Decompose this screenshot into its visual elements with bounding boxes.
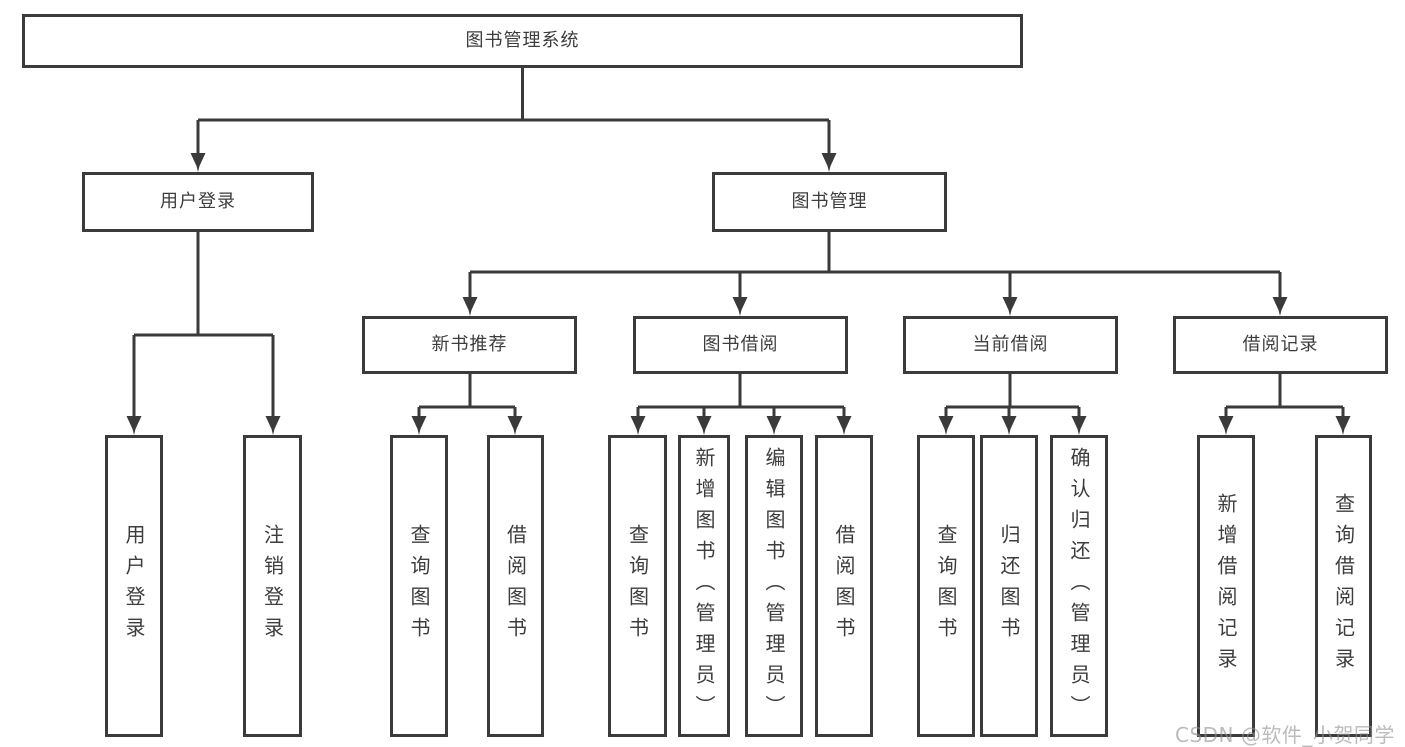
node-label: 新增借阅记录 [1214,493,1238,679]
leaf-current-query-books: 查询图书 [917,435,975,737]
node-borrowing-records: 借阅记录 [1173,316,1388,374]
node-label: 编辑图书（管理员） [762,446,786,726]
leaf-user-login: 用户登录 [105,435,163,737]
node-label: 查询图书 [625,524,650,648]
node-label: 新书推荐 [431,334,508,355]
node-label: 查询图书 [934,524,958,648]
node-book-management: 图书管理 [712,172,947,232]
leaf-borrowing-query-books: 查询图书 [608,435,667,737]
leaf-add-book-admin: 新增图书（管理员） [678,435,730,737]
leaf-borrowing-borrow-books: 借阅图书 [815,435,873,737]
node-current-borrowing: 当前借阅 [903,316,1118,374]
leaf-add-borrow-record: 新增借阅记录 [1197,435,1255,737]
node-label: 当前借阅 [972,334,1049,355]
node-label: 查询借阅记录 [1331,493,1356,679]
node-label: 图书借阅 [702,334,779,355]
leaf-edit-book-admin: 编辑图书（管理员） [745,435,803,737]
node-label: 用户登录 [122,524,146,648]
node-label: 新增图书（管理员） [692,446,716,726]
leaf-confirm-return-admin: 确认归还（管理员） [1050,435,1108,737]
node-label: 借阅图书 [503,524,528,648]
node-label: 图书管理系统 [465,30,580,51]
leaf-logout-login: 注销登录 [243,435,302,737]
node-label: 归还图书 [997,524,1021,648]
node-label: 用户登录 [160,191,236,212]
node-label: 借阅图书 [832,524,856,648]
node-label: 确认归还（管理员） [1067,446,1091,726]
node-label: 图书管理 [791,191,868,212]
node-label: 注销登录 [260,524,285,648]
node-book-borrowing: 图书借阅 [633,316,848,374]
leaf-query-borrow-record: 查询借阅记录 [1315,435,1372,737]
node-user-login: 用户登录 [82,172,314,232]
leaf-recommend-borrow-books: 借阅图书 [487,435,544,737]
node-new-book-recommend: 新书推荐 [362,316,577,374]
csdn-watermark: CSDN @软件_小贺同学 [1175,723,1395,747]
node-library-management-system: 图书管理系统 [22,14,1023,68]
node-label: 查询图书 [407,524,431,648]
node-label: 借阅记录 [1242,334,1319,355]
leaf-recommend-query-books: 查询图书 [390,435,448,737]
leaf-return-books: 归还图书 [980,435,1038,737]
